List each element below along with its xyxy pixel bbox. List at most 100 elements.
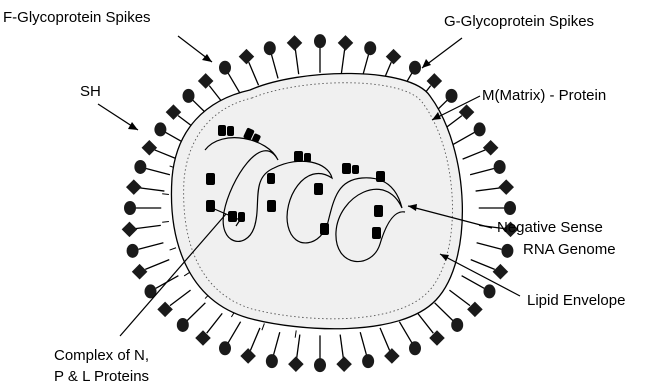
f-glycoprotein-spike-head	[287, 35, 303, 51]
g-glycoprotein-spike-head	[134, 160, 146, 174]
g-glycoprotein-spike-head	[124, 201, 136, 215]
spike-stalk	[228, 73, 241, 94]
sh-arrowhead	[128, 122, 138, 130]
spike-stalk	[399, 322, 412, 343]
g-glycoprotein-spike-head	[264, 41, 276, 55]
g-glycoprotein-spike-head	[494, 160, 506, 174]
g-glycoprotein-spike-head	[314, 34, 326, 48]
g-glycoprotein-spike-head	[177, 318, 189, 332]
spike-stalk	[463, 150, 486, 159]
f-glycoprotein-spike-head	[498, 179, 514, 195]
spike-stalk	[449, 290, 470, 305]
f-glycoprotein-spike-head	[157, 302, 173, 318]
spike-stalk	[341, 49, 344, 74]
label-f-glycoprotein-spikes: F-Glycoprotein Spikes	[3, 9, 151, 26]
spike-stalk	[360, 332, 366, 355]
g-glycoprotein-spike-head	[314, 358, 326, 372]
spike-stalk	[249, 62, 259, 85]
g-glycoprotein-spike-head	[219, 61, 231, 75]
g-glycoprotein-spike-head	[182, 89, 194, 103]
f-glycoprotein-spike-head	[132, 264, 148, 280]
spike-stalk	[145, 260, 169, 270]
label-matrix-protein: M(Matrix) - Protein	[482, 87, 606, 104]
sh-protein-stub	[262, 323, 264, 330]
g-glycoprotein-spike-head	[362, 354, 374, 368]
label-complex-line2: P & L Proteins	[54, 368, 149, 385]
label-rna-line2: RNA Genome	[523, 241, 616, 258]
label-lipid-envelope: Lipid Envelope	[527, 292, 625, 309]
label-sh: SH	[80, 83, 101, 100]
f-glycoprotein-spike-head	[126, 179, 142, 195]
spike-stalk	[228, 322, 241, 343]
spike-stalk	[418, 313, 434, 333]
g-glycoprotein-spike-head	[451, 318, 463, 332]
g-glycoprotein-spike-head	[127, 244, 139, 258]
spike-stalk	[273, 332, 279, 355]
f-glycoprotein-spike-head	[493, 264, 509, 280]
protein-complex	[206, 200, 215, 212]
f-glycoprotein-spike-head	[459, 104, 475, 120]
spike-stalk	[470, 168, 494, 174]
sh-protein-stub	[295, 330, 296, 337]
f-glycoprotein-spike-head	[122, 222, 138, 238]
spike-stalk	[462, 276, 485, 289]
spike-stalk	[476, 188, 501, 191]
spike-stalk	[471, 260, 495, 270]
sh-protein-stub	[162, 194, 169, 195]
spike-stalk	[140, 188, 165, 191]
protein-complex	[374, 205, 383, 217]
protein-complex	[314, 183, 323, 195]
protein-complex	[267, 200, 276, 212]
f-glycoprotein-spike-head	[384, 348, 400, 364]
g-glycoprotein-spike-head	[504, 201, 516, 215]
spike-stalk	[297, 335, 300, 359]
spike-stalk	[271, 54, 278, 78]
f-glycoprotein-spike-head	[198, 73, 214, 89]
protein-complex	[376, 171, 385, 182]
protein-complex	[206, 173, 215, 185]
f-glycoprotein-spike-head	[240, 348, 256, 364]
g-glycoprotein-spike-head	[219, 341, 231, 355]
f-glycoprotein-spike-head	[483, 140, 499, 156]
protein-complex	[372, 227, 381, 239]
g-glycoprotein-spike-head	[409, 61, 421, 75]
f-glycoprotein-spike-head	[239, 49, 255, 65]
spike-stalk	[380, 328, 390, 351]
protein-complex	[320, 223, 329, 235]
f-glycoprotein-spike-head	[336, 356, 352, 372]
lipid-envelope	[171, 73, 462, 328]
spike-stalk	[477, 243, 502, 250]
g-glycoprotein-spike-head	[501, 244, 513, 258]
f-glycoprotein-spike-head	[429, 330, 445, 346]
spike-stalk	[155, 150, 178, 159]
spike-stalk	[340, 335, 343, 359]
spike-stalk	[187, 303, 205, 321]
f-glycoprotein-spike-head	[195, 330, 211, 346]
protein-complex	[267, 173, 275, 184]
sh-protein-stub	[184, 272, 190, 276]
g-spikes-arrowhead	[422, 59, 431, 68]
f-glycoprotein-spike-head	[427, 73, 443, 89]
f-glycoprotein-spike-head	[288, 356, 304, 372]
spike-stalk	[135, 225, 160, 228]
f-glycoprotein-spike-head	[386, 49, 402, 65]
g-glycoprotein-spike-head	[483, 284, 495, 298]
sh-protein-stub	[170, 248, 176, 250]
spike-stalk	[170, 290, 191, 305]
g-glycoprotein-spike-head	[409, 341, 421, 355]
g-glycoprotein-spike-head	[446, 89, 458, 103]
g-glycoprotein-spike-head	[154, 122, 166, 136]
g-glycoprotein-spike-head	[364, 41, 376, 55]
f-glycoprotein-spike-head	[166, 104, 182, 120]
spike-stalk	[146, 168, 170, 174]
sh-protein-stub	[162, 221, 169, 222]
g-glycoprotein-spike-head	[474, 122, 486, 136]
f-glycoprotein-spike-head	[467, 302, 483, 318]
spike-stalk	[435, 303, 453, 321]
spike-stalk	[453, 132, 474, 144]
label-rna-line1: Negative Sense	[497, 219, 603, 236]
g-glycoprotein-spike-head	[266, 354, 278, 368]
f-glycoprotein-spike-head	[142, 140, 158, 156]
spike-stalk	[138, 243, 163, 250]
